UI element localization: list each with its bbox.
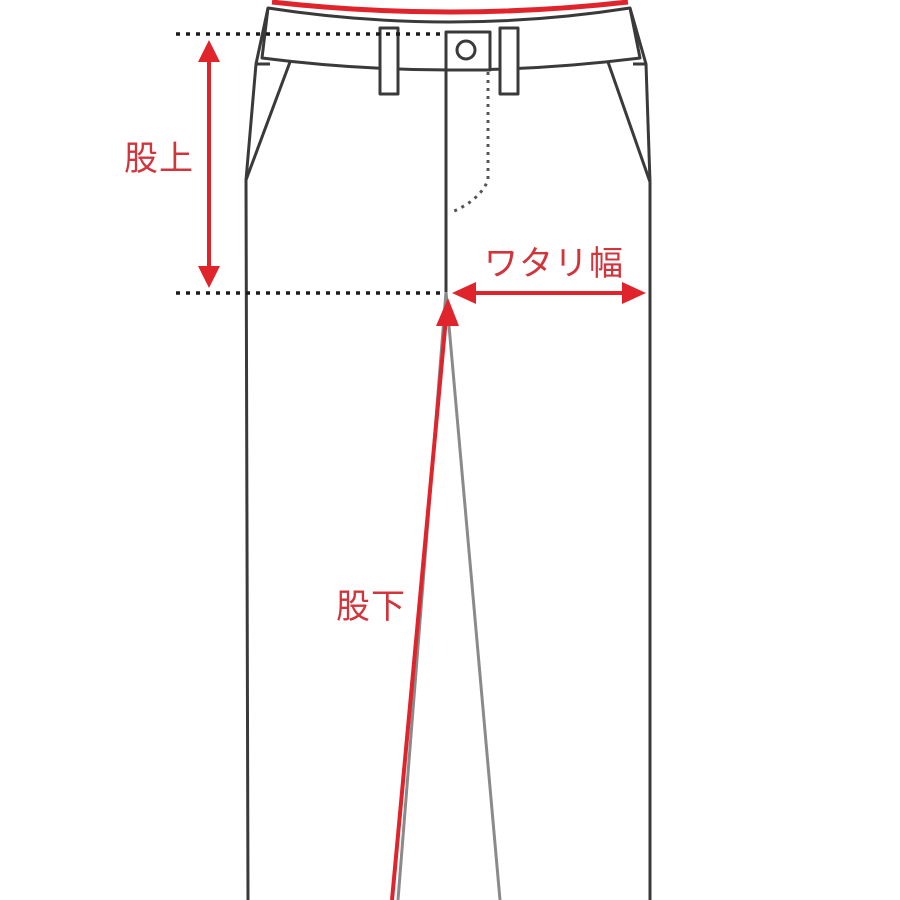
inseam-line-right [444,291,502,900]
right-outseam [644,63,652,900]
right-pocket [606,61,652,183]
waist-highlight [271,0,629,15]
inseam-arrow [390,298,459,900]
left-pocket [244,61,292,181]
left-outseam [244,63,258,900]
belt-loop-left [378,26,400,96]
button-tab [444,30,492,72]
thigh-width-label: ワタリ幅 [484,244,624,284]
button-icon [455,39,477,61]
fly-stitch [451,72,490,214]
inseam-label: 股下 [336,587,406,627]
rise-label: 股上 [124,139,194,179]
rise-arrow [198,40,220,288]
thigh-width-arrow [452,282,646,304]
belt-loop-right [498,26,520,96]
